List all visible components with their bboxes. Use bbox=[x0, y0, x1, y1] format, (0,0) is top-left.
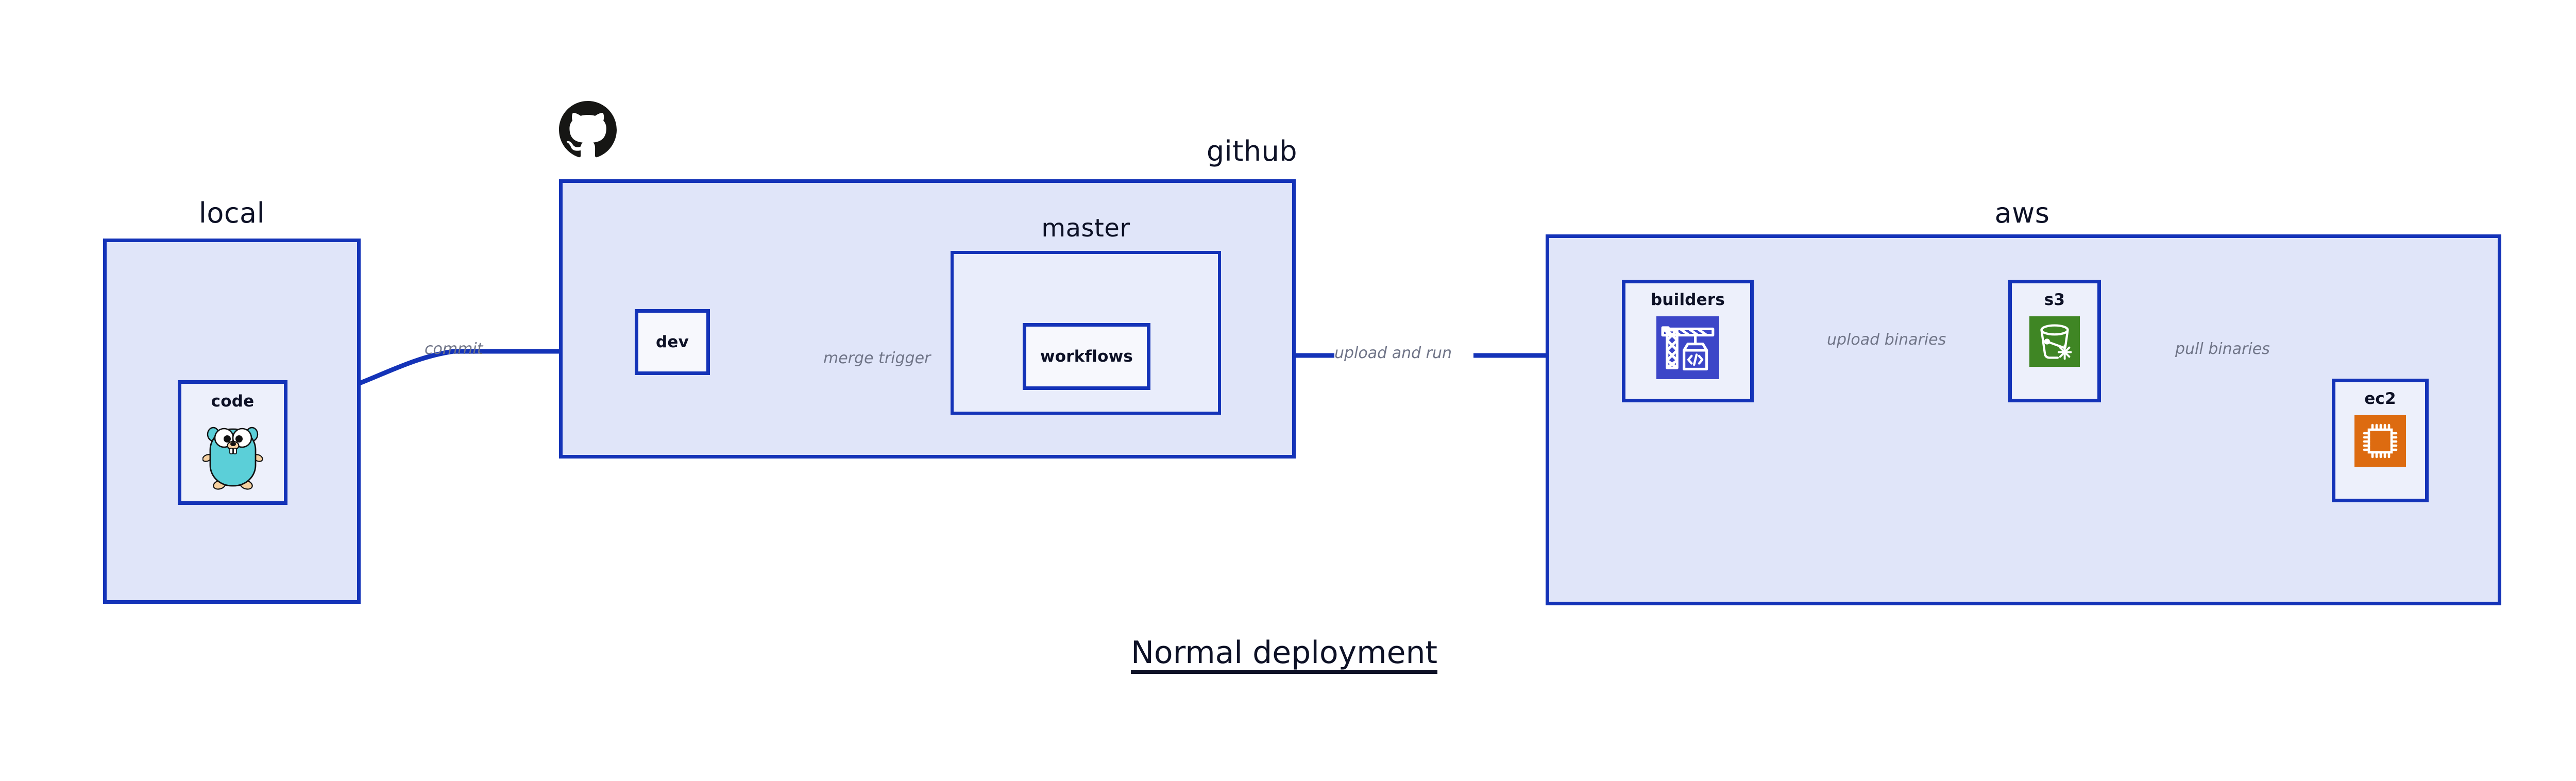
edge-label-upload-binaries: upload binaries bbox=[1827, 331, 1946, 349]
go-gopher-icon bbox=[201, 419, 263, 493]
node-builders[interactable]: builders bbox=[1622, 280, 1754, 402]
node-label-ec2: ec2 bbox=[2364, 389, 2396, 408]
edge-label-upload-and-run: upload and run bbox=[1334, 344, 1452, 362]
node-code[interactable]: code bbox=[178, 380, 287, 505]
edge-label-merge-trigger: merge trigger bbox=[823, 349, 931, 367]
node-label-s3: s3 bbox=[2044, 291, 2065, 309]
github-octocat-icon bbox=[559, 101, 617, 161]
group-label-github: github bbox=[1206, 135, 1298, 167]
diagram-caption: Normal deployment bbox=[1131, 637, 1438, 674]
subgroup-label-master: master bbox=[1041, 214, 1130, 243]
node-label-code: code bbox=[211, 392, 255, 411]
node-dev[interactable]: dev bbox=[635, 309, 710, 375]
node-label-builders: builders bbox=[1650, 291, 1725, 309]
node-workflows[interactable]: workflows bbox=[1023, 323, 1150, 390]
node-s3[interactable]: s3 bbox=[2008, 280, 2101, 402]
crane-code-icon bbox=[1656, 316, 1719, 382]
edge-label-commit: commit bbox=[425, 340, 483, 358]
node-ec2[interactable]: ec2 bbox=[2332, 379, 2429, 502]
node-label-dev: dev bbox=[655, 333, 689, 351]
cpu-chip-icon bbox=[2354, 415, 2406, 469]
node-label-workflows: workflows bbox=[1040, 347, 1133, 366]
group-label-local: local bbox=[198, 197, 265, 229]
edge-label-pull-binaries: pull binaries bbox=[2175, 340, 2270, 358]
group-label-aws: aws bbox=[1994, 197, 2050, 229]
s3-bucket-icon bbox=[2029, 316, 2080, 369]
